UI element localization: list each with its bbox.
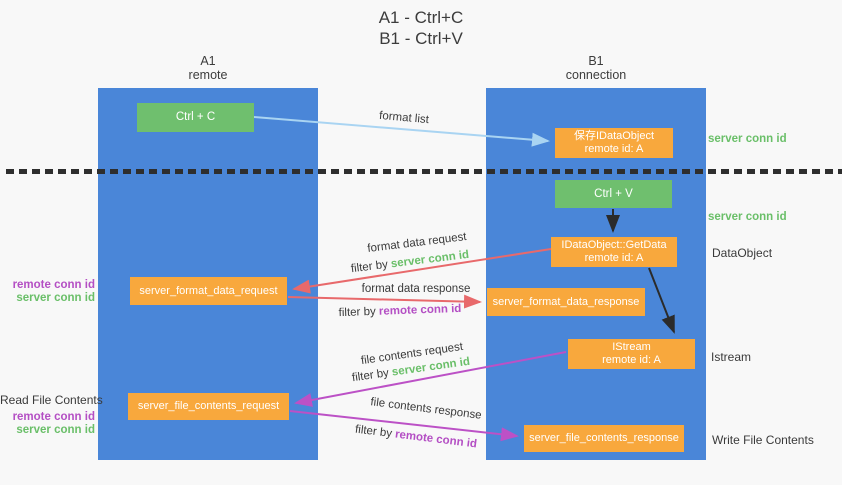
node-server-file-contents-request: server_file_contents_request (128, 393, 289, 420)
filter-by-text: filter by (350, 258, 392, 276)
node-ctrl-c-label: Ctrl + C (175, 111, 216, 123)
side-remote-conn-id-1: remote conn id (12, 279, 95, 291)
node-save-idataobject: 保存IDataObject remote id: A (555, 128, 673, 158)
node-ctrl-v-label: Ctrl + V (594, 187, 633, 200)
filter-by-text: filter by (338, 305, 380, 320)
side-server-conn-id-mid: server conn id (708, 211, 787, 223)
filter-by-text: filter by (351, 366, 393, 385)
node-format-request-label: server_format_data_request (139, 284, 278, 297)
node-istream: IStream remote id: A (568, 339, 695, 369)
filter-by-text: filter by (354, 423, 396, 441)
label-file-contents-response: file contents response (369, 396, 483, 422)
title-line-1: A1 - Ctrl+C (378, 8, 464, 27)
column-a-id: A1 (200, 54, 216, 68)
column-b-header: B1 connection (486, 54, 706, 82)
label-format-data-response: format data response (361, 283, 471, 295)
node-getdata-line2: remote id: A (584, 252, 644, 264)
diagram-title: A1 - Ctrl+C B1 - Ctrl+V (300, 7, 542, 49)
node-idataobject-getdata: IDataObject::GetData remote id: A (551, 237, 677, 267)
node-server-format-data-request: server_format_data_request (130, 277, 287, 305)
side-istream: Istream (711, 350, 752, 364)
node-ctrl-c: Ctrl + C (137, 103, 254, 132)
side-dataobject: DataObject (712, 246, 773, 260)
node-file-response-label: server_file_contents_response (529, 432, 679, 444)
remote-conn-id-text: remote conn id (394, 428, 478, 451)
node-format-response-label: server_format_data_response (492, 295, 640, 308)
node-server-file-contents-response: server_file_contents_response (524, 425, 684, 452)
node-save-idataobject-line1: 保存IDataObject (573, 130, 655, 142)
column-b-role: connection (565, 68, 627, 82)
dashed-divider (6, 169, 842, 174)
column-a-header: A1 remote (98, 54, 318, 82)
server-conn-id-text: server conn id (390, 248, 470, 271)
side-server-conn-id-2: server conn id (16, 424, 95, 436)
side-conn-ids-bottom-left: remote conn id server conn id (0, 411, 95, 437)
column-b-id: B1 (588, 54, 604, 68)
label-filter-by-remote-conn-id-bottom: filter by remote conn id (354, 424, 477, 451)
node-istream-line1: IStream (612, 341, 651, 353)
node-save-idataobject-line2: remote id: A (584, 143, 644, 155)
title-line-2: B1 - Ctrl+V (379, 29, 463, 48)
label-format-list: format list (378, 109, 430, 127)
node-file-request-label: server_file_contents_request (137, 400, 280, 412)
side-conn-ids-top-left: remote conn id server conn id (0, 279, 95, 305)
node-istream-line2: remote id: A (602, 354, 661, 366)
label-filter-by-remote-conn-id-mid: filter by remote conn id (338, 303, 461, 319)
remote-conn-id-text: remote conn id (378, 302, 462, 318)
side-server-conn-id-top: server conn id (708, 133, 787, 145)
side-read-file-contents: Read File Contents (0, 393, 103, 407)
side-write-file-contents: Write File Contents (712, 433, 814, 447)
node-getdata-line1: IDataObject::GetData (561, 239, 667, 251)
side-remote-conn-id-2: remote conn id (12, 411, 95, 423)
column-a-role: remote (188, 68, 228, 82)
node-ctrl-v: Ctrl + V (555, 180, 672, 208)
side-server-conn-id-1: server conn id (16, 292, 95, 304)
node-server-format-data-response: server_format_data_response (487, 288, 645, 316)
